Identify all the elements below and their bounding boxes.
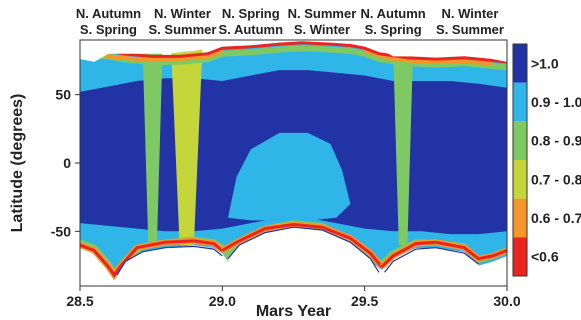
y-axis-title: Latitude (degrees) [9, 94, 26, 233]
season-label-north: N. Autumn [76, 6, 141, 21]
legend-swatch [513, 237, 527, 276]
season-label-north: N. Summer [288, 6, 357, 21]
x-tick-label: 30.0 [493, 293, 520, 309]
legend-label: 0.9 - 1.0 [531, 94, 581, 110]
no-data-cap [228, 227, 382, 286]
legend-swatch [513, 82, 527, 122]
legend-swatch [513, 121, 527, 160]
region-green-stripe [393, 48, 414, 246]
season-label-south: S. Winter [294, 22, 350, 37]
x-tick-label: 29.5 [351, 293, 378, 309]
season-label-south: S. Summer [436, 22, 504, 37]
region-orange-edge [364, 48, 493, 66]
no-data-cap [378, 40, 507, 62]
cap-outline [116, 245, 223, 276]
y-axis: 50 0 -50 [51, 87, 80, 239]
no-data-cap [117, 246, 228, 286]
season-label-north: N. Winter [154, 6, 211, 21]
season-label-south: S. Spring [80, 22, 137, 37]
legend-swatch [513, 160, 527, 199]
legend-label: >1.0 [531, 55, 559, 71]
season-label-south: S. Summer [149, 22, 217, 37]
region-green-stripe [142, 48, 163, 246]
legend-label: <0.6 [531, 249, 559, 265]
legend-frame [512, 43, 528, 277]
region-red-edge-south [221, 222, 383, 268]
season-label-north: N. Spring [222, 6, 280, 21]
no-data-cap [80, 40, 237, 62]
x-axis: 28.5 29.0 29.5 30.0 [66, 286, 521, 309]
region-red-edge-south [380, 240, 507, 268]
legend: >1.0 0.9 - 1.0 0.8 - 0.9 0.7 - 0.8 0.6 - 0.7… [512, 43, 581, 277]
x-axis-title: Mars Year [256, 303, 331, 320]
legend-label: 0.8 - 0.9 [531, 133, 581, 149]
y-tick-label: -50 [51, 223, 71, 239]
y-tick-label: 50 [55, 87, 71, 103]
legend-swatch [513, 198, 527, 238]
season-label-south: S. Spring [365, 22, 422, 37]
no-data-cap [384, 247, 485, 286]
region-red-edge-south [80, 239, 224, 278]
cap-outline [384, 247, 479, 273]
cap-outline [227, 226, 380, 273]
season-label-south: S. Autumn [219, 22, 284, 37]
y-tick-label: 0 [63, 155, 71, 171]
plot-area [80, 40, 507, 286]
x-tick-label: 29.0 [209, 293, 236, 309]
region-yellow-stripe [171, 48, 203, 246]
x-tick-label: 28.5 [66, 293, 93, 309]
season-label-north: N. Winter [442, 6, 499, 21]
season-label-north: N. Autumn [361, 6, 426, 21]
region-red-edge-north [80, 41, 507, 64]
legend-swatch [513, 44, 527, 83]
region-cyan-center [228, 132, 351, 221]
region-green-rim-north [80, 45, 507, 71]
legend-label: 0.6 - 0.7 [531, 210, 581, 226]
legend-label: 0.7 - 0.8 [531, 171, 581, 187]
